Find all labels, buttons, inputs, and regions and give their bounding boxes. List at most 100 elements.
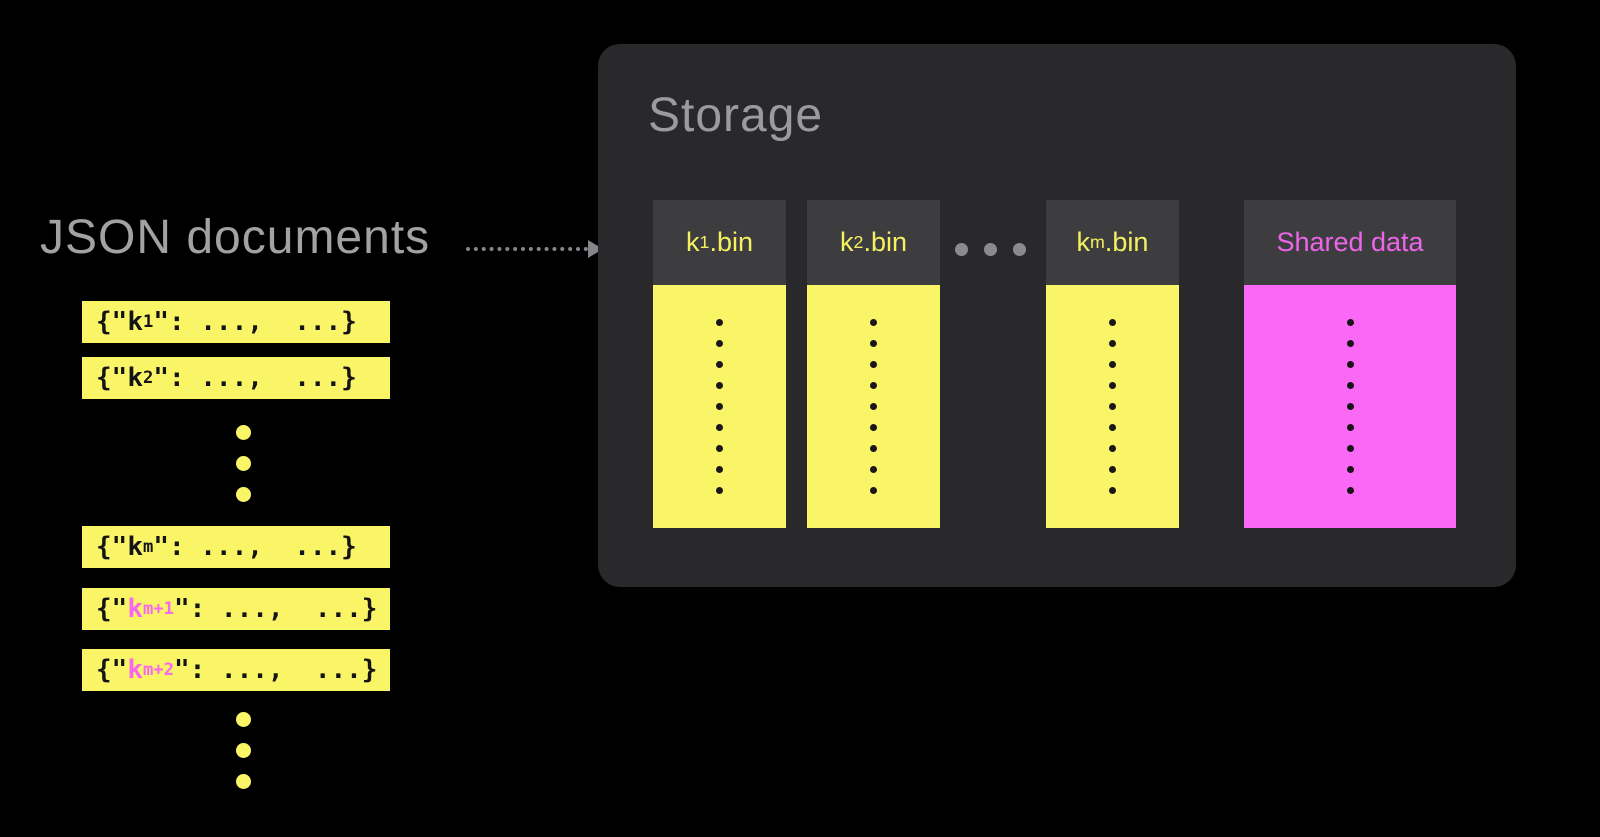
dot bbox=[716, 382, 723, 389]
dot bbox=[716, 361, 723, 368]
dot bbox=[716, 403, 723, 410]
bin-file-key: k bbox=[1076, 227, 1091, 257]
bin-file-ext: .bin bbox=[709, 227, 753, 257]
dot bbox=[870, 361, 877, 368]
bin-file-body bbox=[807, 285, 940, 528]
doc-text-pre: {" bbox=[96, 363, 128, 393]
shared-data-label: Shared data bbox=[1276, 227, 1424, 257]
vertical-ellipsis bbox=[236, 425, 251, 502]
bin-file-body bbox=[1046, 285, 1179, 528]
dot bbox=[1109, 445, 1116, 452]
doc-key-highlighted: k bbox=[127, 655, 143, 685]
doc-key: k bbox=[127, 532, 143, 562]
doc-key-subscript: m+2 bbox=[142, 660, 174, 680]
dot bbox=[1346, 340, 1354, 347]
bin-file-subscript: m bbox=[1090, 232, 1105, 252]
dot bbox=[716, 487, 723, 494]
doc-key-subscript: m bbox=[142, 537, 154, 557]
arrow-dotted-line bbox=[466, 247, 588, 251]
horizontal-ellipsis bbox=[955, 243, 1026, 256]
dot bbox=[716, 340, 723, 347]
dot bbox=[870, 340, 877, 347]
dot bbox=[1109, 403, 1116, 410]
doc-text-pre: {" bbox=[96, 594, 128, 624]
dot bbox=[1346, 319, 1354, 326]
dot bbox=[716, 445, 723, 452]
dot bbox=[716, 466, 723, 473]
dot bbox=[1346, 487, 1354, 494]
bin-file-subscript: 2 bbox=[853, 232, 864, 252]
dot bbox=[870, 487, 877, 494]
bin-file-key: k bbox=[686, 227, 700, 257]
bin-file-subscript: 1 bbox=[699, 232, 710, 252]
bin-file-key: k bbox=[840, 227, 854, 257]
dot bbox=[1346, 361, 1354, 368]
dot bbox=[984, 243, 997, 256]
dot bbox=[236, 425, 251, 440]
dot bbox=[236, 743, 251, 758]
dot bbox=[870, 403, 877, 410]
shared-data-header: Shared data bbox=[1244, 200, 1456, 285]
dot bbox=[1013, 243, 1026, 256]
bin-file-ext: .bin bbox=[863, 227, 907, 257]
dot bbox=[1109, 424, 1116, 431]
doc-key-highlighted: k bbox=[127, 594, 143, 624]
bin-file-body bbox=[653, 285, 786, 528]
json-documents-label: JSON documents bbox=[40, 211, 431, 264]
dot bbox=[1109, 361, 1116, 368]
dot bbox=[1346, 466, 1354, 473]
doc-text-pre: {" bbox=[96, 307, 128, 337]
doc-text-post: ": ..., ...} bbox=[153, 363, 357, 393]
dot bbox=[236, 774, 251, 789]
doc-key-subscript: 2 bbox=[142, 368, 154, 388]
dot bbox=[870, 466, 877, 473]
doc-text-post: ": ..., ...} bbox=[153, 532, 357, 562]
doc-key: k bbox=[127, 307, 143, 337]
doc-key: k bbox=[127, 363, 143, 393]
dot bbox=[870, 382, 877, 389]
doc-text-pre: {" bbox=[96, 655, 128, 685]
dot bbox=[236, 712, 251, 727]
doc-text-pre: {" bbox=[96, 532, 128, 562]
dot bbox=[1346, 382, 1354, 389]
dot bbox=[1109, 340, 1116, 347]
dot bbox=[236, 456, 251, 471]
doc-key-subscript: m+1 bbox=[142, 599, 174, 619]
dot bbox=[1109, 487, 1116, 494]
dot bbox=[716, 424, 723, 431]
doc-text-post: ": ..., ...} bbox=[173, 655, 378, 685]
dot bbox=[236, 487, 251, 502]
dot bbox=[1346, 424, 1354, 431]
dot bbox=[870, 424, 877, 431]
flow-arrow bbox=[466, 240, 603, 258]
dot bbox=[716, 319, 723, 326]
storage-title: Storage bbox=[648, 89, 824, 142]
dot bbox=[870, 445, 877, 452]
storage-column-shared-data: Shared data bbox=[1244, 200, 1456, 528]
vertical-ellipsis bbox=[236, 712, 251, 789]
dot bbox=[870, 319, 877, 326]
doc-text-post: ": ..., ...} bbox=[153, 307, 357, 337]
shared-data-body bbox=[1244, 285, 1456, 528]
dot bbox=[1346, 445, 1354, 452]
dot bbox=[1109, 319, 1116, 326]
dot bbox=[1109, 466, 1116, 473]
doc-text-post: ": ..., ...} bbox=[173, 594, 378, 624]
dot bbox=[1109, 382, 1116, 389]
bin-file-ext: .bin bbox=[1104, 227, 1149, 257]
doc-key-subscript: 1 bbox=[142, 312, 154, 332]
dot bbox=[1346, 403, 1354, 410]
dot bbox=[955, 243, 968, 256]
